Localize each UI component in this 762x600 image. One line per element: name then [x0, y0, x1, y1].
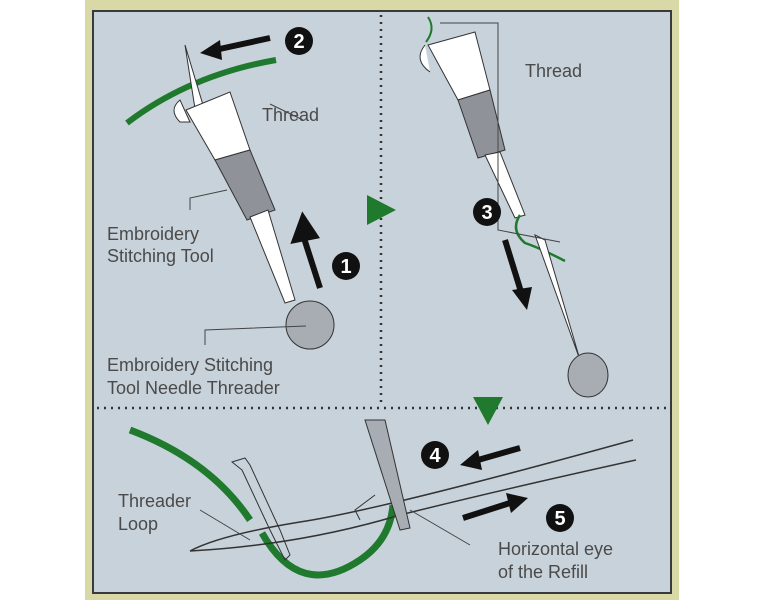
step-4-badge [421, 441, 449, 469]
arrow-up-icon [290, 211, 323, 289]
thread-label: Thread [262, 105, 319, 125]
tool-label-line2: Stitching Tool [107, 246, 214, 266]
tool-label-line1: Embroidery [107, 224, 199, 244]
next-arrow-down-icon [473, 397, 503, 425]
panel-3-eye-detail [128, 419, 637, 579]
next-arrow-right-icon [367, 195, 396, 225]
threader-label-line1: Embroidery Stitching [107, 355, 273, 375]
loop-label-line2: Loop [118, 514, 158, 534]
step-1-badge [332, 252, 360, 280]
step-4-number: 4 [429, 445, 441, 467]
panel-1-tool [125, 35, 335, 350]
thread-label-right: Thread [525, 61, 582, 81]
step-2-number: 2 [293, 31, 304, 53]
arrow-left-icon [214, 35, 271, 53]
arrow-down-icon [502, 239, 525, 296]
thread-loop-line [128, 426, 397, 579]
panel-2-tool [419, 16, 609, 398]
step-1-number: 1 [340, 256, 351, 278]
step-2-badge [285, 27, 313, 55]
step-3-badge [473, 198, 501, 226]
step-5-badge [546, 504, 574, 532]
arrow-right-icon-step5 [462, 500, 511, 521]
loop-label-line1: Threader [118, 491, 191, 511]
eye-label-line2: of the Refill [498, 562, 588, 582]
step-5-number: 5 [554, 508, 565, 530]
eye-label-line1: Horizontal eye [498, 539, 613, 559]
step-3-number: 3 [481, 202, 492, 224]
arrow-left-icon-step4 [477, 445, 521, 463]
threader-label-line2: Tool Needle Threader [107, 378, 280, 398]
